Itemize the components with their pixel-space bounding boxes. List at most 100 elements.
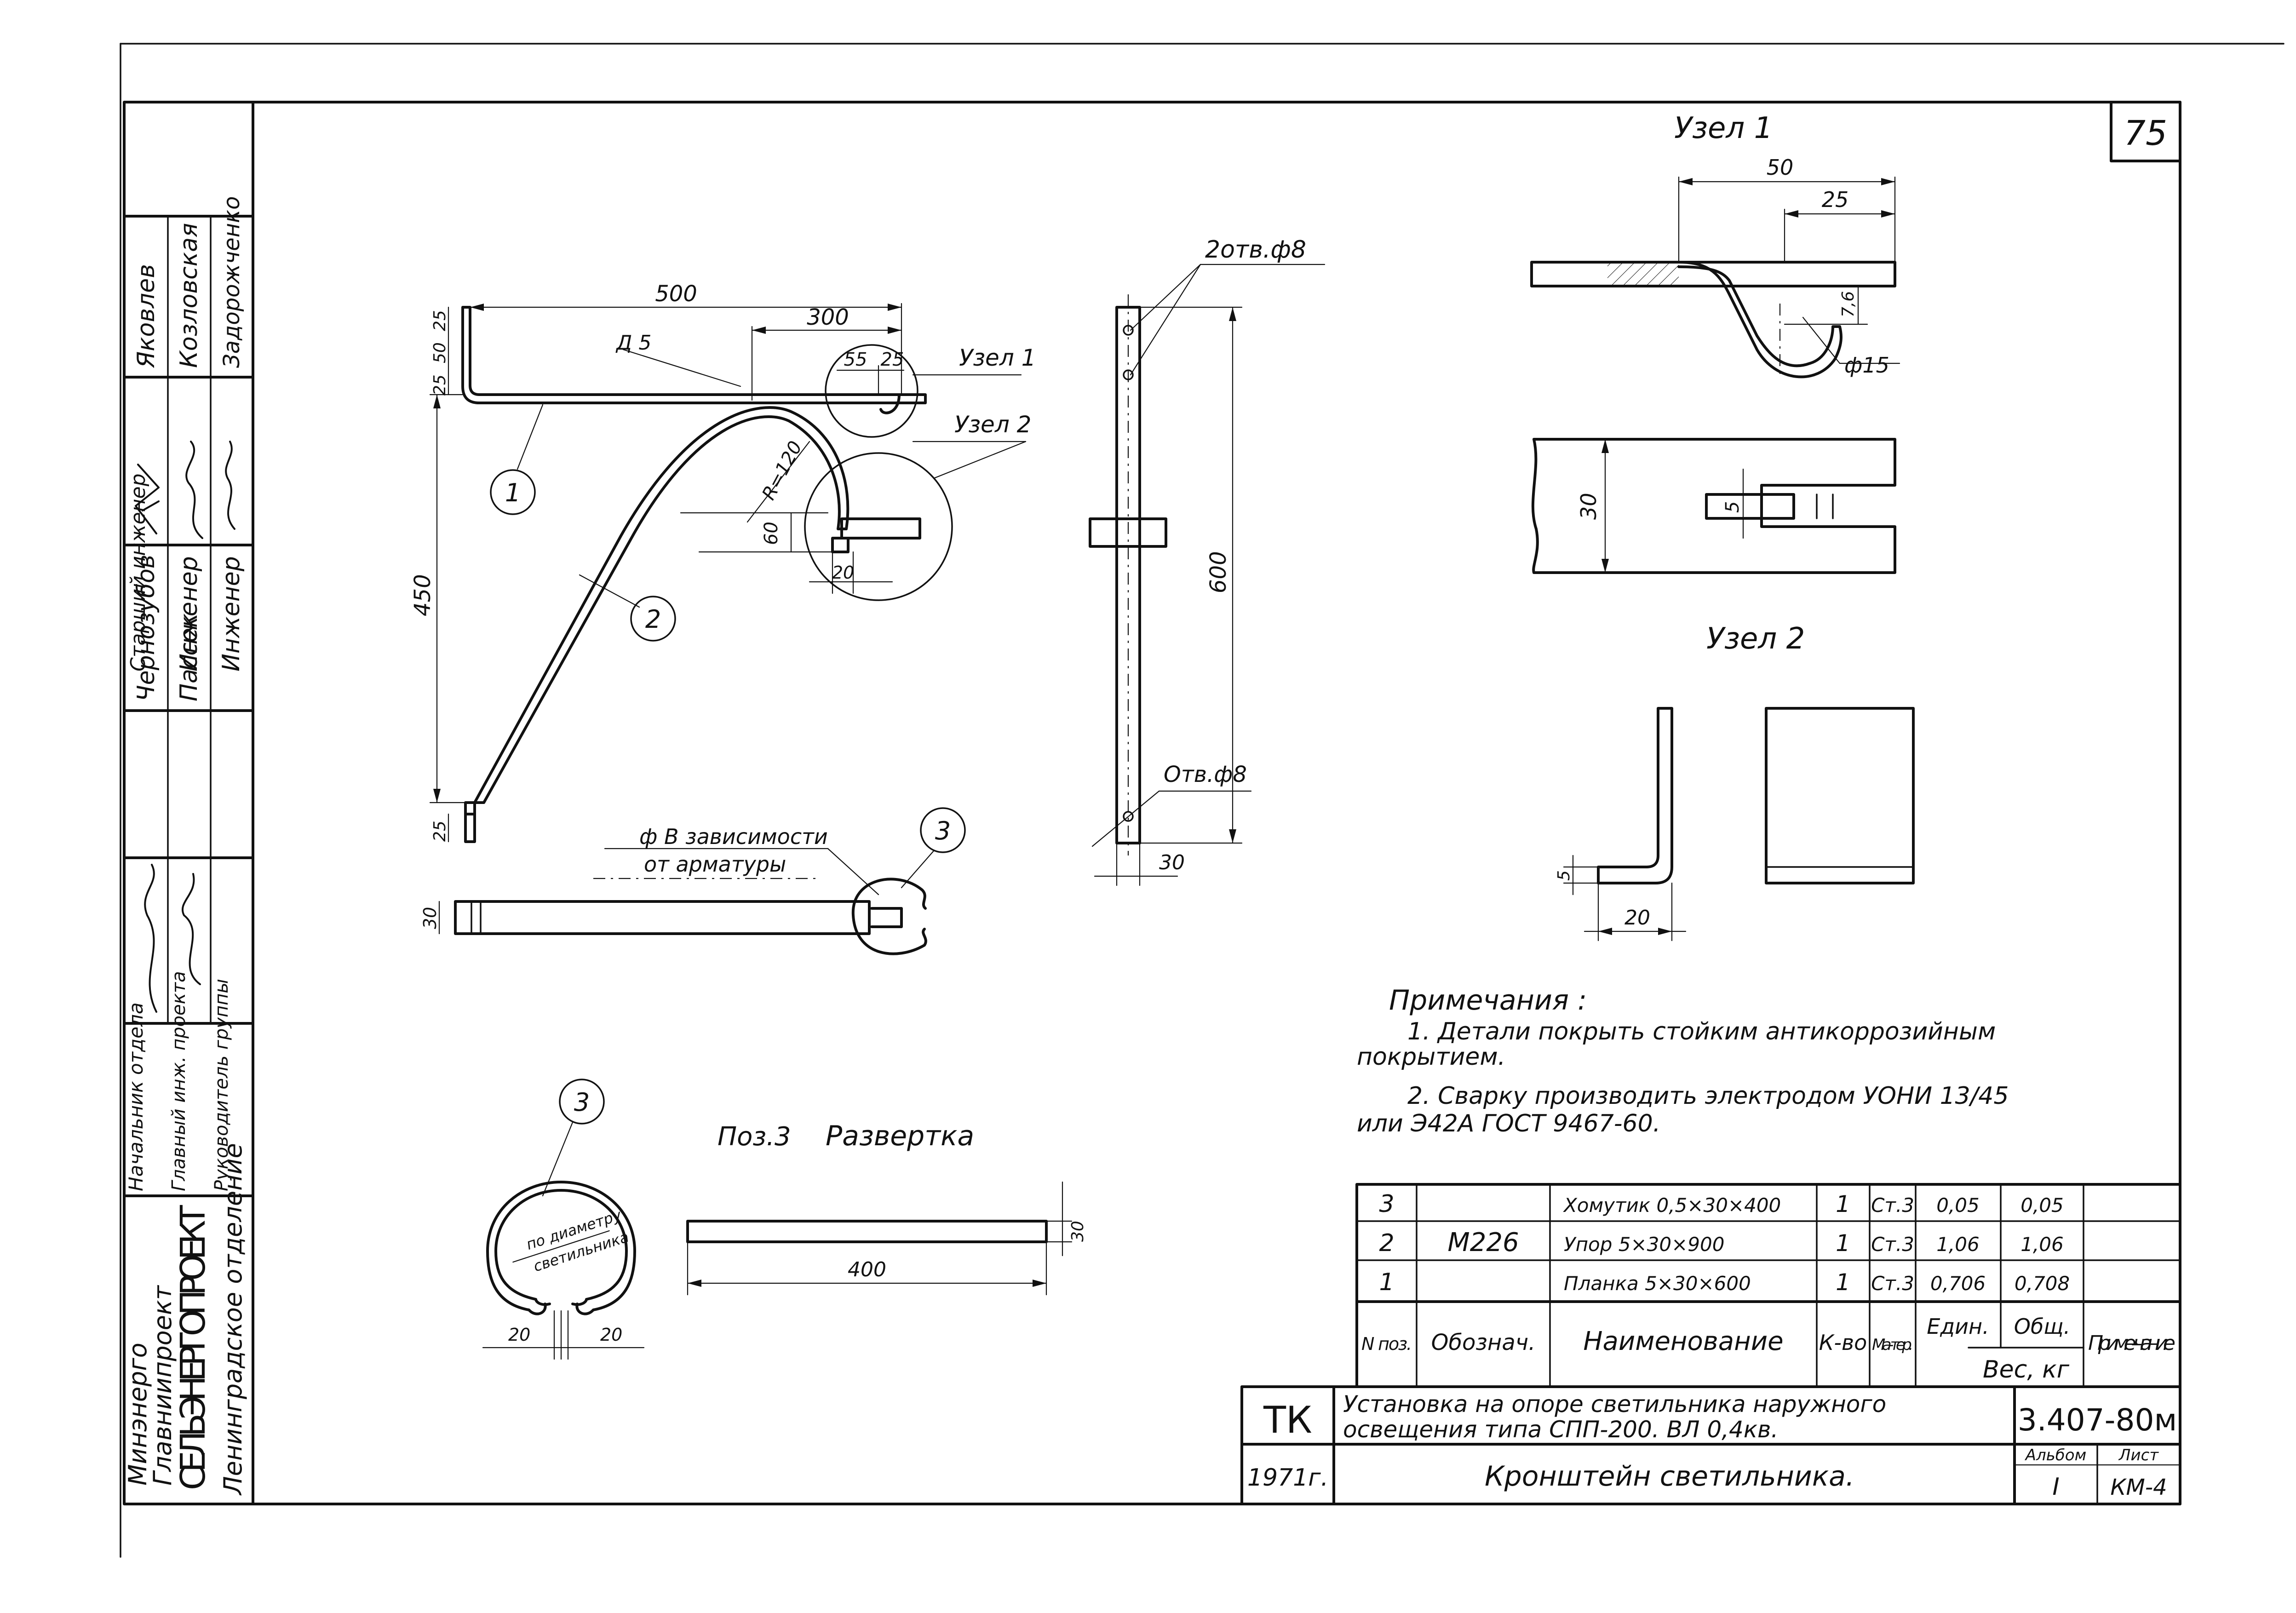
- dim-30-plan: 30: [420, 907, 440, 929]
- signature-senior-eng: [135, 464, 160, 534]
- note1-line1: 1. Детали покрыть стойким антикоррозийны…: [1407, 1018, 1996, 1045]
- dim-25a: 25: [881, 349, 904, 370]
- name-chernozubov: Чернозубов: [132, 555, 160, 701]
- tk-label: ТК: [1263, 1399, 1312, 1441]
- node1-callout-label: Узел 1: [959, 344, 1036, 371]
- sheet-code: 3.407-80м: [2018, 1402, 2177, 1438]
- hdr-remark: Приме-чание: [2088, 1332, 2175, 1355]
- node2-callout-label: Узел 2: [954, 411, 1031, 438]
- pos-marker-2-label: 2: [645, 605, 661, 634]
- row3-pos: 3: [1379, 1190, 1394, 1218]
- n1-dim-76: 7,6: [1839, 291, 1858, 317]
- role-head-dept: Начальник отдела: [125, 1002, 147, 1191]
- hdr-weight: Вес, кг: [1983, 1356, 2070, 1383]
- title-block: ТК 1971г. Установка на опоре светильника…: [1240, 1385, 2181, 1505]
- hdr-designation: Обознач.: [1431, 1330, 1536, 1355]
- development-title: Развертка: [826, 1120, 974, 1152]
- pos-marker-1: [490, 469, 536, 515]
- hdr-total: Общ.: [2014, 1314, 2071, 1339]
- row2-unit: 1,06: [1936, 1233, 1980, 1256]
- row3-total: 0,05: [2020, 1194, 2064, 1217]
- dim-20: 20: [832, 563, 854, 583]
- row3-material: Ст.3: [1871, 1194, 1914, 1217]
- n1-dim-50: 50: [1767, 155, 1794, 180]
- dim-450: 450: [410, 574, 436, 616]
- row3-name: Хомутик 0,5×30×400: [1563, 1194, 1781, 1217]
- n1-dim-d15: ф15: [1844, 353, 1889, 378]
- dim-25-left: 25: [430, 374, 449, 396]
- node2-title: Узел 2: [1706, 622, 1805, 656]
- pos-marker-3-ring: [559, 1079, 605, 1125]
- dim-25-top: 25: [430, 310, 449, 331]
- row2-qty: 1: [1836, 1230, 1850, 1257]
- hdr-pos: N поз.: [1361, 1334, 1412, 1354]
- node1-detail: Узел 1 50 25 7,6 ф15 30: [1530, 111, 1900, 574]
- dim-r120: R=120: [758, 438, 806, 504]
- node1-title: Узел 1: [1674, 111, 1773, 145]
- n1-dim-30: 30: [1576, 493, 1601, 520]
- pos3-ring-view: 3 по диаметру светильника 20 20 Поз.3 Ра…: [482, 1079, 1087, 1360]
- dim-600: 600: [1205, 551, 1231, 593]
- row2-pos: 2: [1379, 1229, 1394, 1257]
- org-line4: Ленинградское отделение: [218, 1143, 247, 1496]
- signature-chief-eng: [181, 873, 201, 985]
- notes-heading: Примечания :: [1389, 984, 1587, 1016]
- org-line1: Минэнерго: [123, 1343, 152, 1486]
- album-value: I: [2052, 1473, 2059, 1501]
- pos-marker-3-ring-label: 3: [574, 1088, 590, 1117]
- signature-engineer-2: [225, 441, 235, 530]
- hdr-unit: Един.: [1927, 1314, 1989, 1339]
- name-kozlovskaya: Козловская: [175, 223, 203, 368]
- pos-marker-1-label: 1: [505, 478, 521, 507]
- note1-line2: покрытием.: [1357, 1043, 1505, 1071]
- title-line1: Установка на опоре светильника наружного: [1343, 1391, 1886, 1418]
- drawing-name: Кронштейн светильника.: [1485, 1460, 1854, 1492]
- row2-total: 1,06: [2020, 1233, 2064, 1256]
- row1-material: Ст.3: [1871, 1272, 1914, 1295]
- note2-line1: 2. Сварку производить электродом УОНИ 13…: [1407, 1082, 2009, 1110]
- dim-300: 300: [807, 304, 849, 330]
- title-line2: освещения типа СПП-200. ВЛ 0,4кв.: [1343, 1416, 1778, 1443]
- bracket-plan-view: 3 ф В зависимости от арматуры 30: [420, 807, 966, 955]
- dim-50-left: 50: [430, 342, 449, 363]
- dim-60: 60: [761, 522, 782, 545]
- name-zadorozhchenko: Задорожченко: [219, 196, 245, 368]
- page-number-box: [2110, 101, 2181, 162]
- role-group-lead: Руководитель группы: [211, 979, 232, 1191]
- dim-55: 55: [844, 349, 867, 370]
- org-line3: СЕЛЬЭНЕРГОПРОЕКТ: [173, 1205, 213, 1490]
- pos-marker-3-plan-label: 3: [935, 816, 951, 845]
- sheet-label: Лист: [2118, 1446, 2159, 1464]
- pos3-title: Поз.3: [718, 1122, 791, 1152]
- dim-d5: Д 5: [615, 331, 651, 355]
- ring-dim-20a: 20: [508, 1325, 530, 1345]
- sheet-value: КМ-4: [2110, 1475, 2167, 1500]
- hdr-material: Ма-тер.: [1872, 1336, 1913, 1354]
- node2-detail: Узел 2 5 20: [1555, 622, 1915, 941]
- row1-name: Планка 5×30×600: [1564, 1272, 1751, 1295]
- row1-unit: 0,706: [1930, 1272, 1986, 1295]
- dim-30-side: 30: [1159, 851, 1185, 874]
- row1-pos: 1: [1379, 1269, 1394, 1296]
- dev-dim-30: 30: [1068, 1221, 1087, 1242]
- signature-engineer-1: [185, 441, 203, 539]
- bracket-main-view: Узел 1 Узел 2 1 2 500 300 55 25 Д 5 R=12…: [410, 281, 1036, 843]
- row1-total: 0,708: [2015, 1272, 2070, 1295]
- ring-dim-20b: 20: [600, 1325, 622, 1345]
- hdr-qty: К-во: [1819, 1330, 1867, 1355]
- year-label: 1971г.: [1247, 1464, 1328, 1492]
- name-passek: Пассек: [175, 613, 203, 701]
- hdr-name: Наименование: [1583, 1326, 1783, 1356]
- row1-qty: 1: [1836, 1269, 1850, 1296]
- holes-2-label: 2отв.ф8: [1205, 236, 1306, 264]
- pos-marker-3-plan: [920, 807, 966, 853]
- row2-material: Ст.3: [1871, 1233, 1914, 1256]
- dia-note-line1: ф В зависимости: [639, 824, 828, 849]
- sheet-frame: 75: [120, 43, 2285, 1558]
- role-chief-eng: Главный инж. проекта: [168, 971, 189, 1191]
- position-senior-eng: Старший инженер: [126, 473, 150, 672]
- n1-dim-25: 25: [1822, 187, 1849, 212]
- n1-dim-5: 5: [1722, 501, 1743, 513]
- dev-dim-400: 400: [848, 1258, 886, 1281]
